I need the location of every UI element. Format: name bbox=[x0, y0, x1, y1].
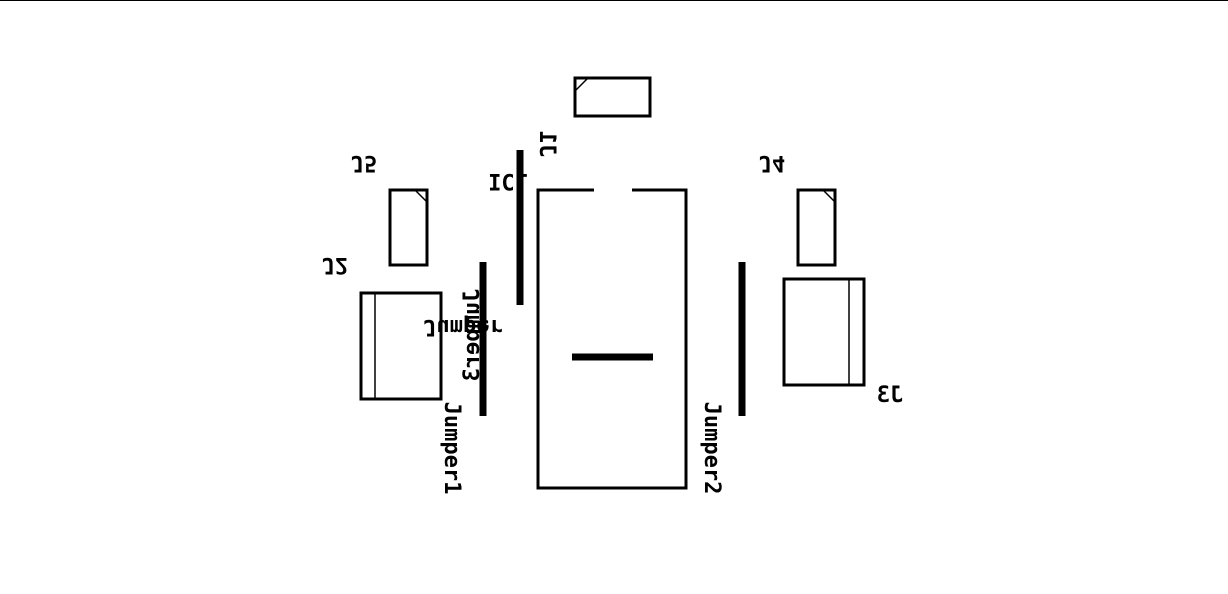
label-ic1: IC1 bbox=[488, 168, 528, 193]
label-jumper3: Jumper3 bbox=[460, 289, 485, 382]
label-j5: J5 bbox=[351, 150, 378, 175]
ic1-outline bbox=[536, 188, 688, 490]
label-jumper2: Jumper2 bbox=[699, 402, 724, 495]
label-j2: J2 bbox=[322, 252, 349, 277]
j5-outline bbox=[388, 188, 429, 267]
component-j4[interactable] bbox=[796, 188, 837, 267]
label-j3: J3 bbox=[877, 383, 904, 408]
j4-pin1-marker bbox=[822, 189, 836, 203]
j4-outline bbox=[796, 188, 837, 267]
j1-pin1-marker bbox=[574, 77, 589, 92]
j5-pin1-marker bbox=[414, 189, 428, 203]
component-j5[interactable] bbox=[388, 188, 429, 267]
label-j1: J1 bbox=[534, 131, 559, 158]
component-j3[interactable] bbox=[782, 277, 866, 387]
top-border-line bbox=[0, 0, 1228, 1]
label-jumper1: Jumper1 bbox=[439, 402, 464, 495]
j1-outline bbox=[573, 76, 652, 118]
component-ic1[interactable] bbox=[536, 188, 688, 490]
label-jumper: Jumper bbox=[423, 314, 502, 339]
component-j2[interactable] bbox=[359, 291, 443, 401]
label-j4: J4 bbox=[759, 150, 786, 175]
j2-outline bbox=[359, 291, 443, 401]
j3-outline bbox=[782, 277, 866, 387]
component-j1[interactable] bbox=[573, 76, 652, 118]
